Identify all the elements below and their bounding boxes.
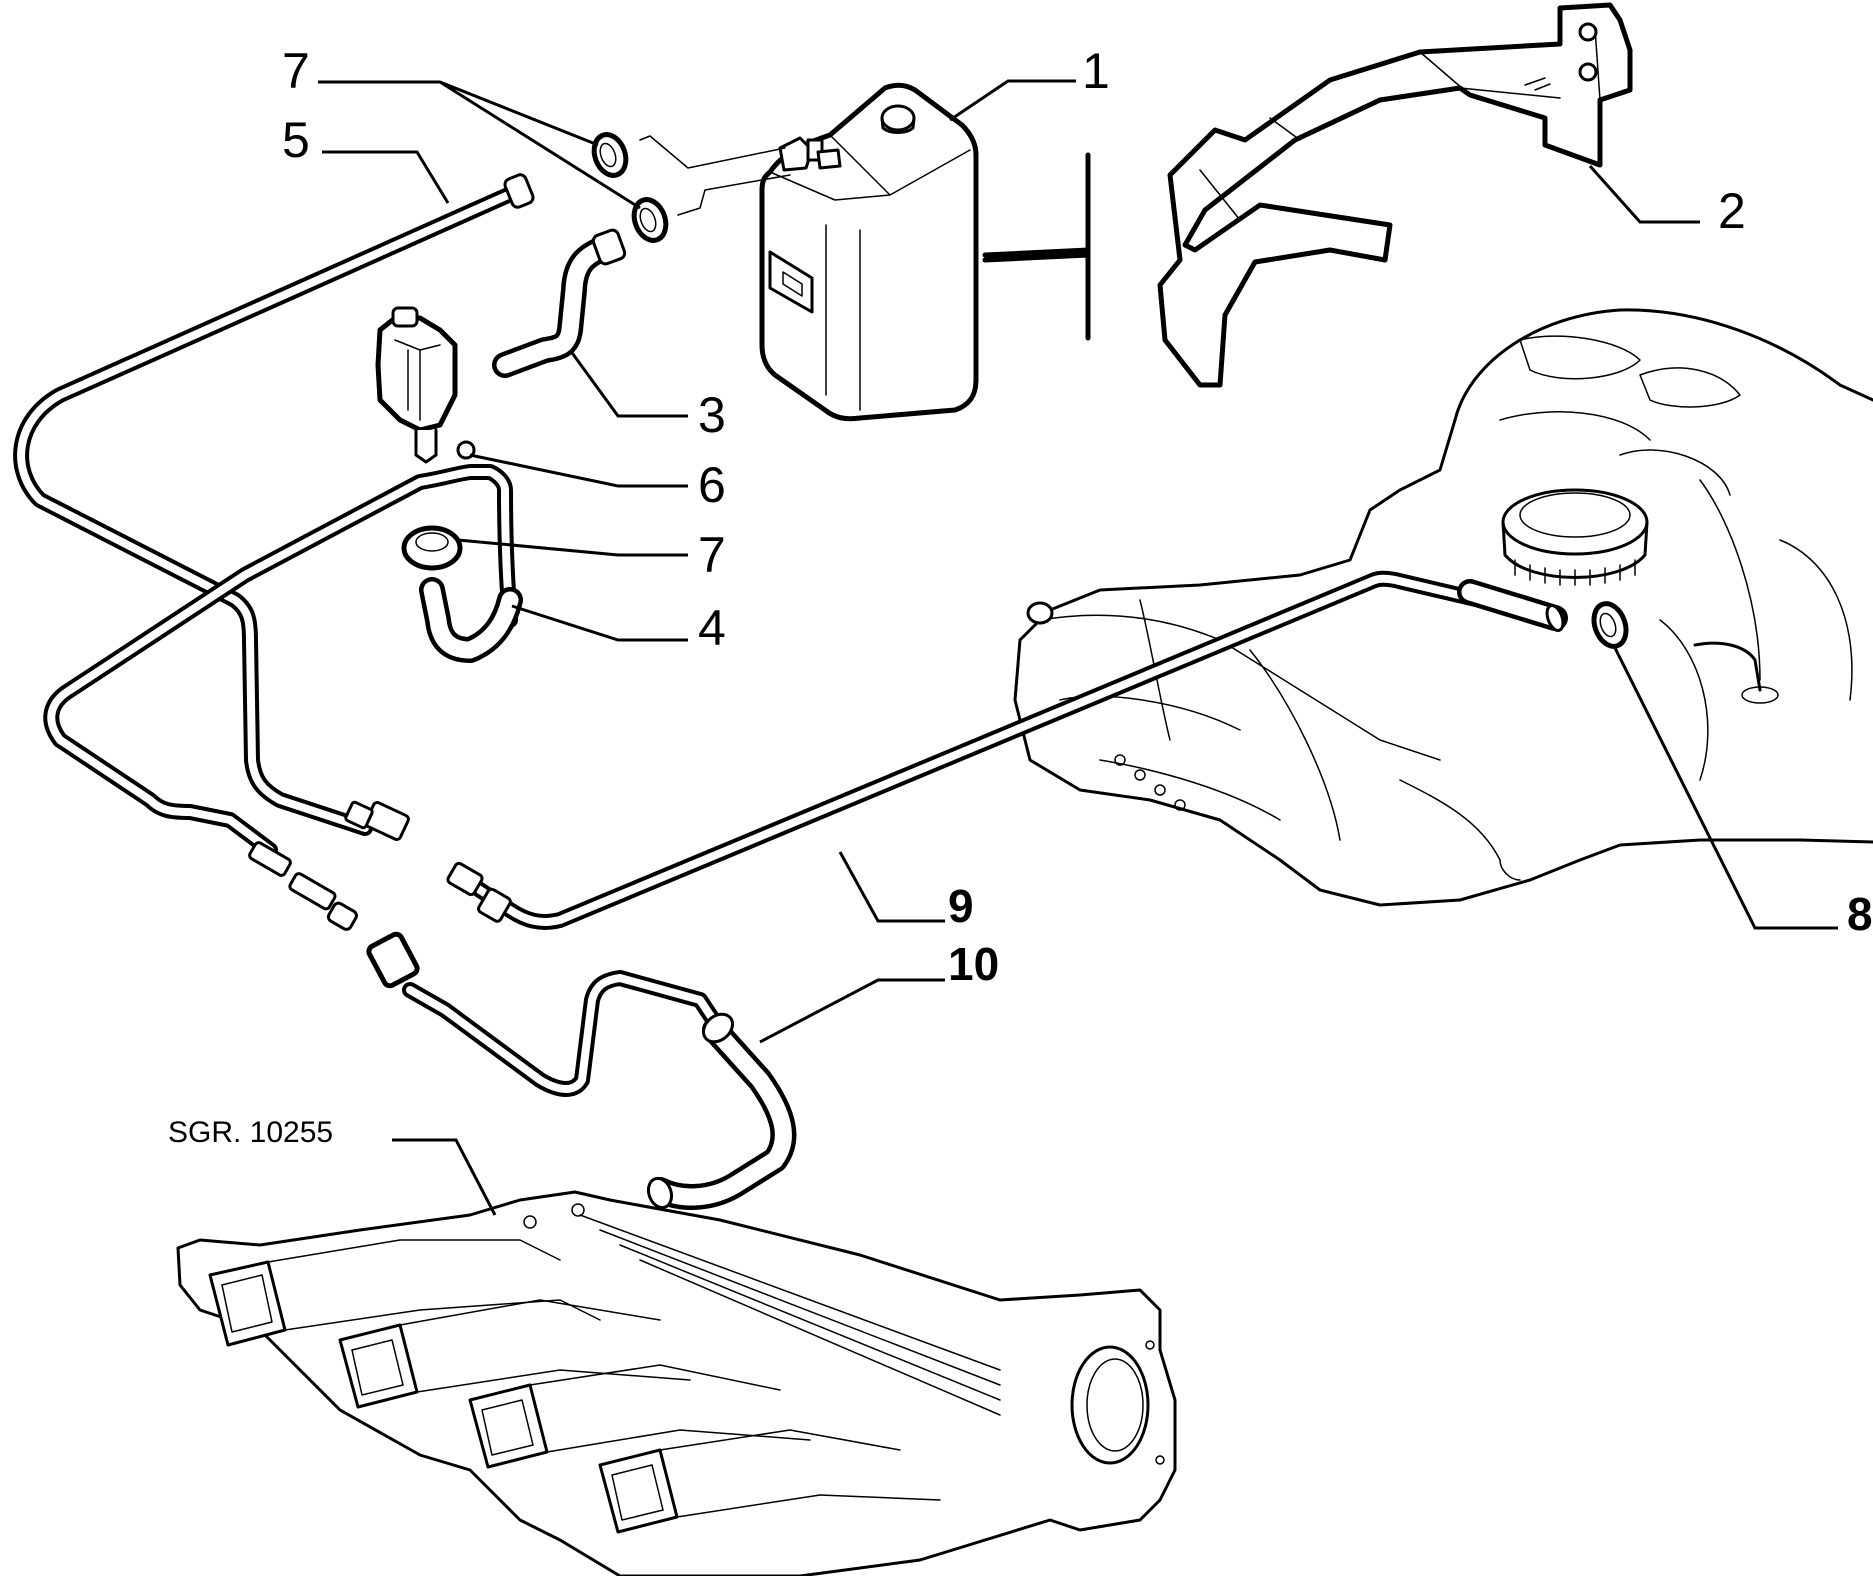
canister-bracket xyxy=(1157,2,1633,388)
vapour-hose xyxy=(492,228,627,378)
callout-6: 6 xyxy=(698,457,726,513)
hose-clamp-top xyxy=(591,132,629,178)
manifold-hose xyxy=(366,931,797,1210)
callout-4: 4 xyxy=(698,600,726,656)
callout-8: 8 xyxy=(1847,888,1873,940)
canister-bracket-line xyxy=(982,152,1091,341)
canister xyxy=(759,82,979,422)
tank-clamp xyxy=(1591,601,1629,649)
callouts: 7 5 1 2 3 6 7 4 8 9 10 SGR. 10255 xyxy=(168,43,1873,1149)
tank-vapour-pipe xyxy=(446,570,1568,930)
leader-lines xyxy=(318,79,1838,1216)
callout-5: 5 xyxy=(282,112,310,168)
intake-manifold xyxy=(176,1190,1177,1576)
callout-2: 2 xyxy=(1718,183,1746,239)
callout-1: 1 xyxy=(1082,43,1110,99)
callout-9: 9 xyxy=(948,880,974,932)
fuel-tank xyxy=(1013,308,1873,907)
callout-7-top: 7 xyxy=(282,43,310,99)
callout-7-lower: 7 xyxy=(698,527,726,583)
purge-valve xyxy=(375,306,476,464)
return-hose xyxy=(43,464,523,931)
hose-clamp-lower xyxy=(401,525,463,571)
callout-10: 10 xyxy=(948,938,999,990)
reference-sgr-label: SGR. 10255 xyxy=(168,1116,333,1149)
callout-3: 3 xyxy=(698,387,726,443)
hose-clamp-middle xyxy=(631,197,669,243)
vapour-pipe xyxy=(13,173,535,841)
